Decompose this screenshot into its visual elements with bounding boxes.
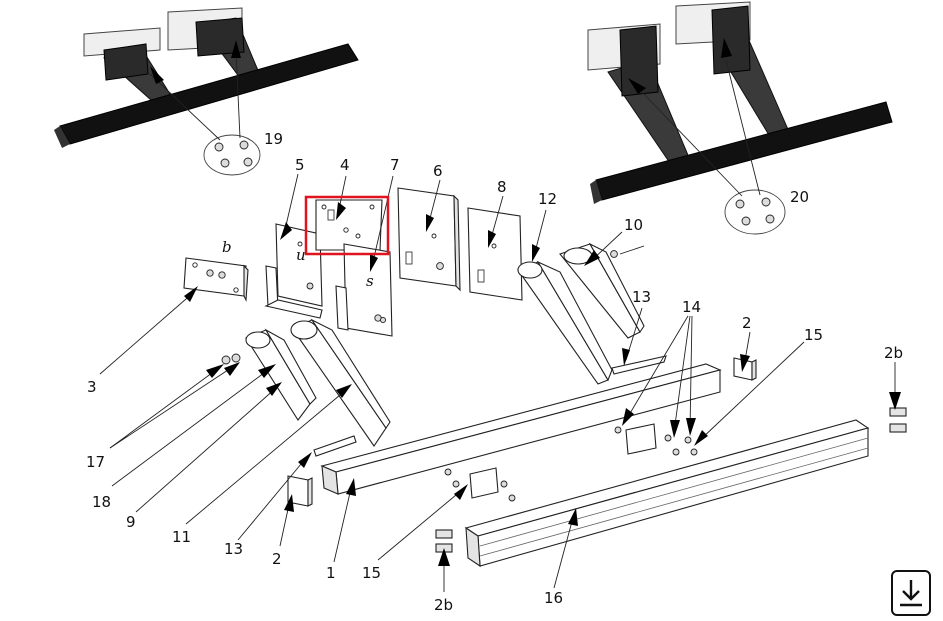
plate-right-a xyxy=(619,25,659,97)
part-18 xyxy=(231,353,241,363)
callout-16: 16 xyxy=(544,589,563,607)
callout-1: 1 xyxy=(326,564,336,582)
callout-12: 12 xyxy=(538,190,557,208)
callout-2b-right: 2b xyxy=(884,344,903,362)
callout-4: 4 xyxy=(340,156,350,174)
callout-13-upper: 13 xyxy=(632,288,651,306)
beam-20 xyxy=(595,101,893,201)
part-5 xyxy=(264,223,323,319)
assembly-20 xyxy=(587,1,893,235)
callout-8: 8 xyxy=(497,178,507,196)
callout-13-lower: 13 xyxy=(224,540,243,558)
part-3 xyxy=(183,257,249,303)
callout-5: 5 xyxy=(295,156,305,174)
plate-left-b xyxy=(195,17,245,57)
part-6 xyxy=(397,187,461,292)
letter-b: b xyxy=(222,238,232,256)
bolt-group-19 xyxy=(203,134,261,176)
plate-left-a xyxy=(103,43,149,81)
part-13-lower xyxy=(313,435,357,457)
part-12 xyxy=(517,260,613,385)
part-4 xyxy=(315,199,383,251)
part-17 xyxy=(221,355,231,365)
leaders xyxy=(99,173,901,592)
callout-15-upper: 15 xyxy=(804,326,823,344)
letter-s: s xyxy=(366,272,374,290)
part-10 xyxy=(559,242,645,339)
callout-10: 10 xyxy=(624,216,643,234)
part-8 xyxy=(467,207,523,301)
callout-3: 3 xyxy=(87,378,97,396)
letter-u: u xyxy=(296,246,306,264)
bolt-group-20 xyxy=(724,189,786,235)
callout-18: 18 xyxy=(92,493,111,511)
callout-17: 17 xyxy=(86,453,105,471)
callout-2-upper: 2 xyxy=(742,314,752,332)
part-16 xyxy=(464,419,870,568)
callout-14: 14 xyxy=(682,298,701,316)
highlight-box xyxy=(304,195,390,256)
callout-20: 20 xyxy=(790,188,809,206)
callout-6: 6 xyxy=(433,162,443,180)
callout-11: 11 xyxy=(172,528,191,546)
part-15-upper xyxy=(614,423,698,456)
assembly-19 xyxy=(54,7,359,176)
callout-2-lower: 2 xyxy=(272,550,282,568)
part-15-lower xyxy=(444,467,516,502)
callout-15-lower: 15 xyxy=(362,564,381,582)
part-9 xyxy=(245,328,317,421)
part-2b-right xyxy=(889,407,907,433)
plate-right-b xyxy=(711,5,751,75)
part-11 xyxy=(290,318,391,447)
callout-7: 7 xyxy=(390,156,400,174)
download-icon xyxy=(900,580,922,607)
download-button[interactable] xyxy=(891,570,931,616)
part-7 xyxy=(335,243,393,337)
part-2-lower xyxy=(287,475,313,507)
callout-19: 19 xyxy=(264,130,283,148)
callout-2b-lower: 2b xyxy=(434,596,453,614)
part-13-upper xyxy=(611,355,667,375)
callout-9: 9 xyxy=(126,513,136,531)
part-1 xyxy=(320,363,722,495)
